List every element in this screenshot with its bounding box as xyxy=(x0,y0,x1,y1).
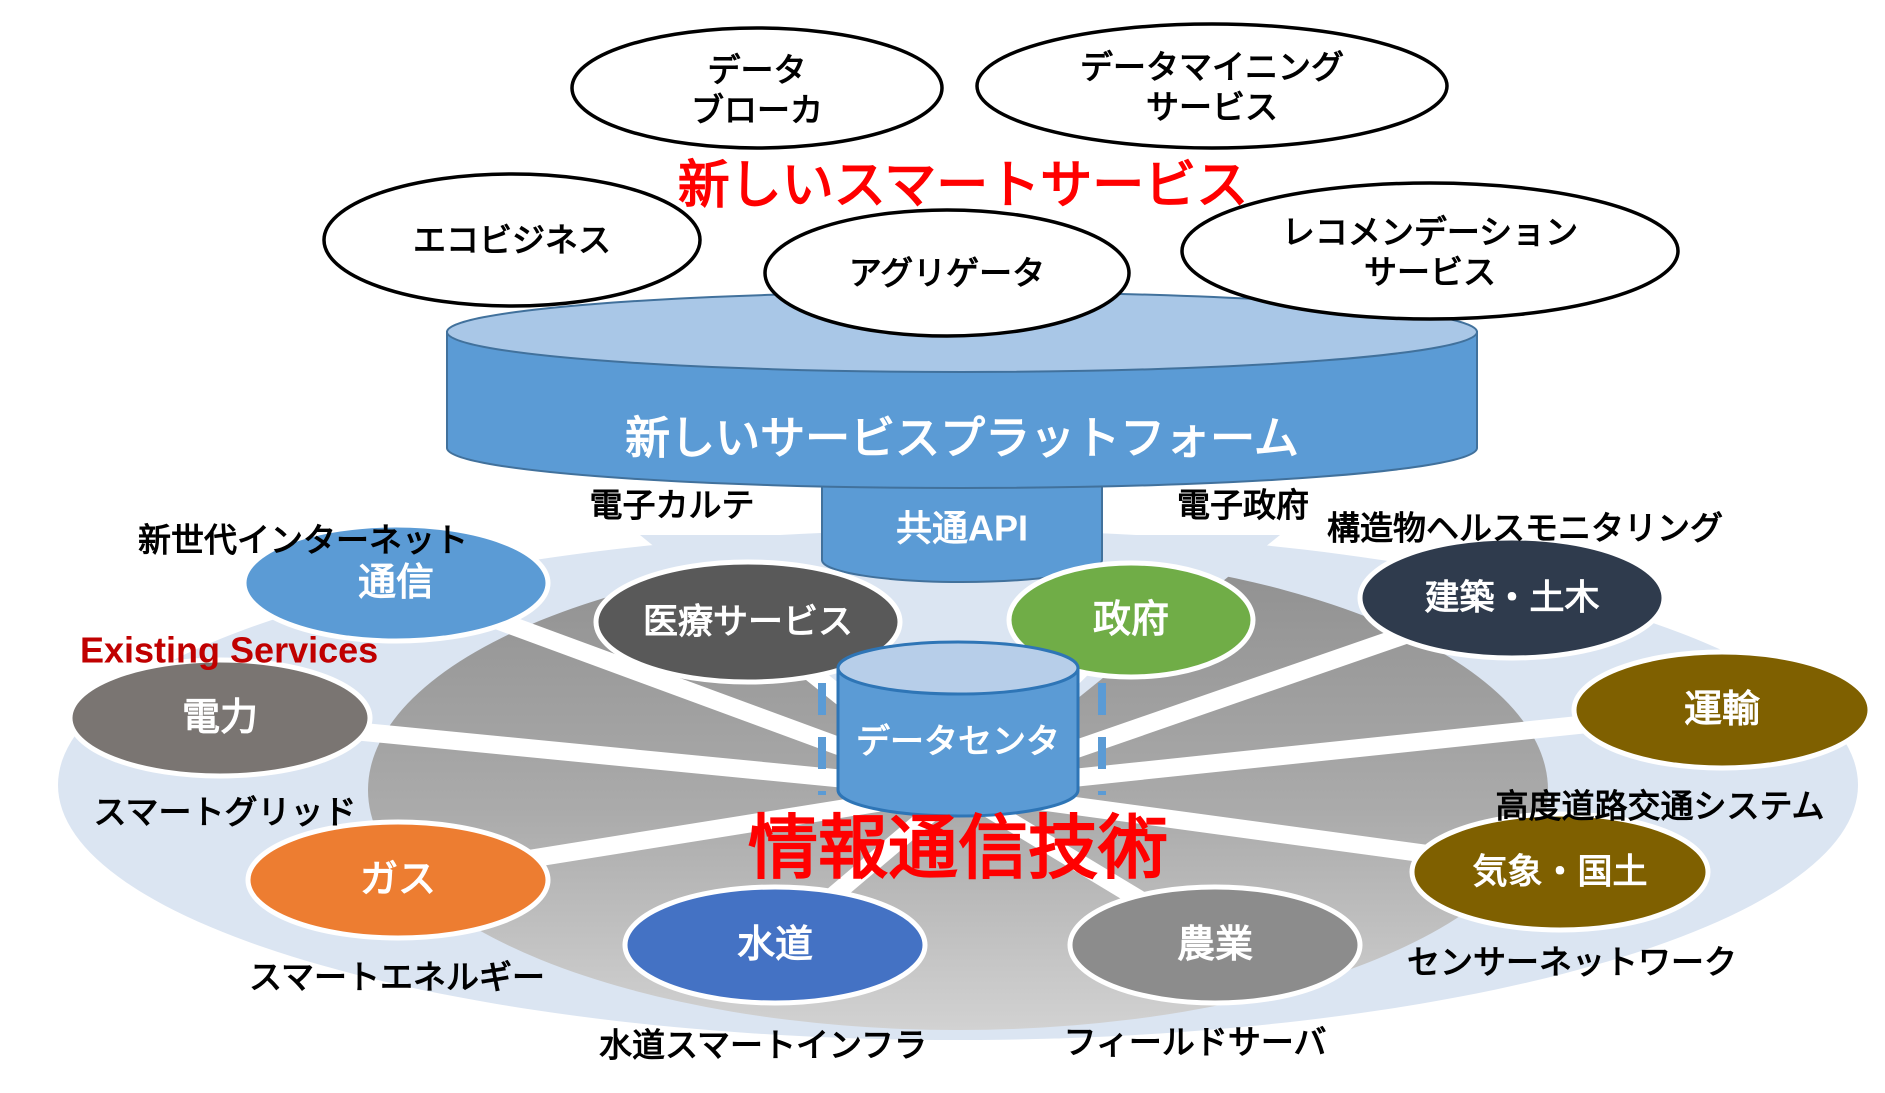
sector-medical-label: 医療サービス xyxy=(643,603,853,642)
oval-data-mining xyxy=(975,22,1449,150)
annotation-government: 電子政府 xyxy=(1177,487,1309,524)
sector-construction-label: 建築・土木 xyxy=(1424,579,1599,618)
annotation-transport: 高度道路交通システム xyxy=(1495,788,1824,825)
sector-medical xyxy=(593,559,903,685)
sector-transport-label: 運輸 xyxy=(1684,689,1761,731)
annotation-water: 水道スマートインフラ xyxy=(599,1027,927,1064)
oval-recommendation-line1: レコメンデーション xyxy=(1282,214,1578,251)
service-platform-label: 新しいサービスプラットフォーム xyxy=(625,413,1299,464)
sector-power xyxy=(67,657,373,779)
oval-eco-business xyxy=(322,172,702,308)
oval-data-broker-line2: ブローカ xyxy=(691,92,823,129)
annotation-construction: 構造物ヘルスモニタリング xyxy=(1327,510,1723,547)
datacenter-label: データセンタ xyxy=(856,722,1060,761)
sector-government-label: 政府 xyxy=(1093,598,1169,641)
oval-data-mining-line2: サービス xyxy=(1146,89,1278,126)
sector-annotations: 新世代インターネット 電子カルテ 電子政府 構造物ヘルスモニタリング スマートグ… xyxy=(93,487,1824,1064)
datacenter-body xyxy=(836,666,1080,818)
sector-ellipses xyxy=(67,522,1873,1006)
common-api-label: 共通API xyxy=(896,508,1028,549)
sector-construction xyxy=(1357,535,1667,661)
sector-agriculture xyxy=(1067,884,1363,1006)
oval-data-broker xyxy=(570,26,944,150)
sector-water-label: 水道 xyxy=(737,924,813,966)
oval-data-mining-line1: データマイニング xyxy=(1080,49,1344,86)
annotation-gas: スマートエネルギー xyxy=(249,959,545,996)
sector-labels: 通信 医療サービス 政府 建築・土木 電力 運輸 ガス 気象・国土 水道 農業 xyxy=(182,562,1761,966)
new-service-ovals xyxy=(322,22,1680,338)
existing-services-label: Existing Services xyxy=(80,630,378,671)
oval-eco-business-line1: エコビジネス xyxy=(413,222,611,259)
new-smart-services-title: 新しいスマートサービス xyxy=(678,157,1248,215)
oval-aggregator xyxy=(763,208,1131,338)
annotation-medical: 電子カルテ xyxy=(590,487,755,524)
service-platform-body xyxy=(446,331,1478,489)
sector-water xyxy=(622,884,928,1006)
sector-weather-label: 気象・国土 xyxy=(1472,853,1647,892)
ict-title: 情報通信技術 xyxy=(748,809,1168,887)
sector-weather xyxy=(1409,811,1711,933)
annotation-agriculture: フィールドサーバ xyxy=(1063,1024,1326,1061)
oval-data-broker-line1: データ xyxy=(708,52,807,89)
datacenter-top xyxy=(836,640,1080,696)
sector-telecom xyxy=(241,522,551,644)
annotation-weather: センサーネットワーク xyxy=(1407,944,1737,981)
sector-government xyxy=(1006,560,1256,680)
new-service-oval-labels: データ ブローカ データマイニング サービス エコビジネス アグリゲータ レコメ… xyxy=(413,49,1578,292)
oval-recommendation-line2: サービス xyxy=(1364,254,1496,291)
oval-aggregator-line1: アグリゲータ xyxy=(849,255,1045,292)
sector-telecom-label: 通信 xyxy=(358,562,434,604)
annotation-power: スマートグリッド xyxy=(93,794,356,831)
sector-gas xyxy=(245,819,551,941)
sector-power-label: 電力 xyxy=(182,697,258,739)
sector-gas-label: ガス xyxy=(360,859,436,901)
oval-recommendation xyxy=(1180,181,1680,321)
sector-transport xyxy=(1571,649,1873,771)
api-datacenter-links xyxy=(818,575,1106,795)
annotation-telecom: 新世代インターネット xyxy=(138,522,468,559)
sector-agriculture-label: 農業 xyxy=(1177,924,1253,966)
